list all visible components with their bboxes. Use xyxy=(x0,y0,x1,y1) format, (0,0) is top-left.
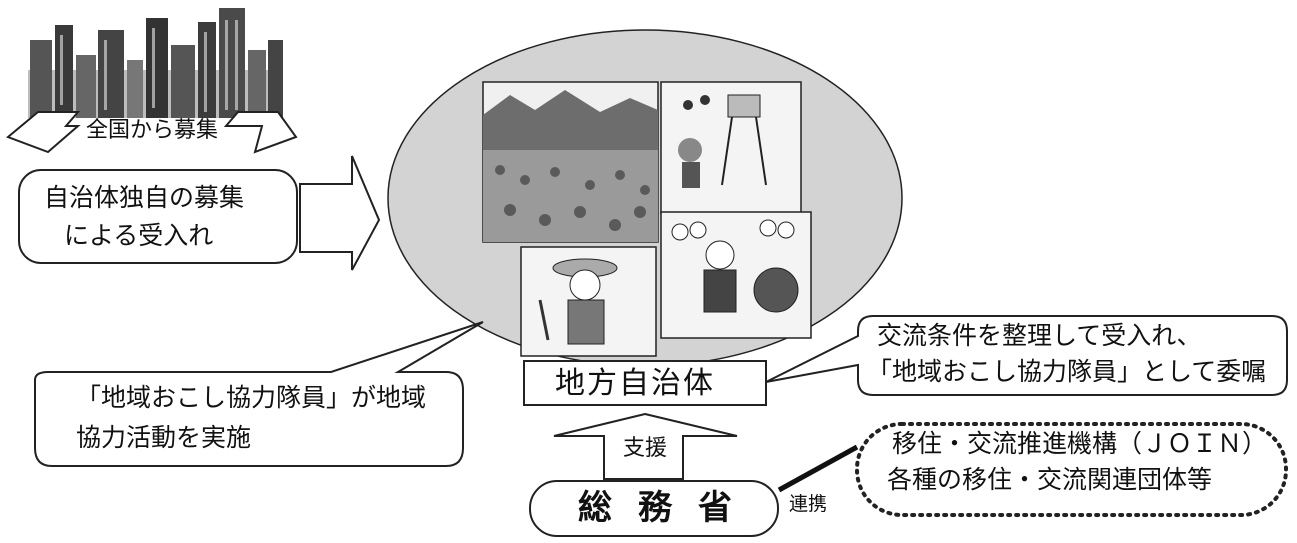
banner-label: 全国から募集 xyxy=(86,118,219,143)
commission-line-2: 「地域おこし協力隊員」として委嘱 xyxy=(867,357,1267,386)
local-gov-box xyxy=(523,360,767,406)
local-gov-label: 地方自治体 xyxy=(555,366,715,401)
support-arrow xyxy=(553,412,738,480)
activity-callout-box xyxy=(34,321,484,467)
partner-box xyxy=(855,422,1288,517)
activity-line-1: 「地域おこし協力隊員」が地域 xyxy=(76,383,427,412)
ministry-pill xyxy=(529,480,779,537)
right-block-arrow xyxy=(299,155,381,271)
link-line xyxy=(777,444,859,493)
recruit-box xyxy=(18,169,298,264)
recruit-line-2: による受入れ xyxy=(64,221,214,250)
banner-right-arrow xyxy=(223,111,298,154)
banner-left-arrow xyxy=(6,111,81,154)
partner-line-1: 移住・交流推進機構（ＪＯＩＮ） xyxy=(892,429,1268,458)
partner-line-2: 各種の移住・交流関連団体等 xyxy=(887,465,1213,494)
farmer-icon xyxy=(520,246,657,357)
festival-tower-icon xyxy=(660,81,802,215)
activity-line-2: 協力活動を実施 xyxy=(76,423,252,452)
support-label: 支援 xyxy=(623,436,668,461)
commission-line-1: 交流条件を整理して受入れ、 xyxy=(877,321,1202,350)
rural-landscape-icon xyxy=(482,81,659,243)
city-skyline-icon xyxy=(28,8,283,118)
festival-dancer-icon xyxy=(660,211,812,339)
recruit-line-1: 自治体独自の募集 xyxy=(44,183,245,212)
commission-callout-box xyxy=(765,315,1288,396)
link-label: 連携 xyxy=(789,493,828,515)
banner-arrows xyxy=(6,111,298,154)
ministry-label: 総務省 xyxy=(578,488,758,528)
